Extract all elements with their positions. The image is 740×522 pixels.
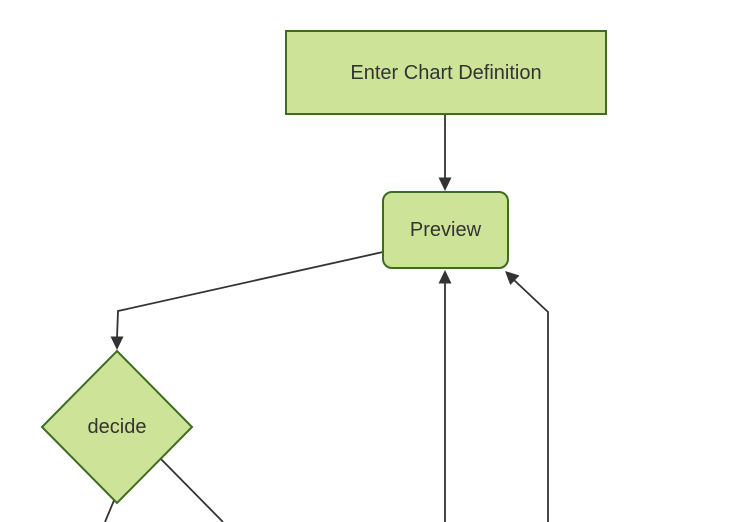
node-preview: Preview: [382, 191, 509, 269]
edge-decide-to-offscreen-left: [104, 497, 116, 522]
arrowhead-preview-to-decide: [110, 336, 124, 350]
edge-offscreen2-to-preview: [513, 279, 549, 522]
arrowhead-offscreen1-to-preview: [438, 270, 452, 284]
node-decide: decide: [42, 409, 192, 445]
edge-decide-to-offscreen-right: [156, 454, 224, 522]
arrowhead-enterchart-to-preview: [438, 177, 452, 191]
edge-preview-to-decide: [116, 251, 384, 339]
node-preview-label: Preview: [409, 219, 482, 241]
node-enter-chart-definition: Enter Chart Definition: [285, 30, 607, 115]
node-decide-shape: [40, 349, 194, 505]
node-enter-chart-definition-label: Enter Chart Definition: [350, 61, 542, 84]
node-decide-label: decide: [87, 415, 147, 438]
arrowhead-offscreen2-to-preview: [505, 271, 520, 285]
